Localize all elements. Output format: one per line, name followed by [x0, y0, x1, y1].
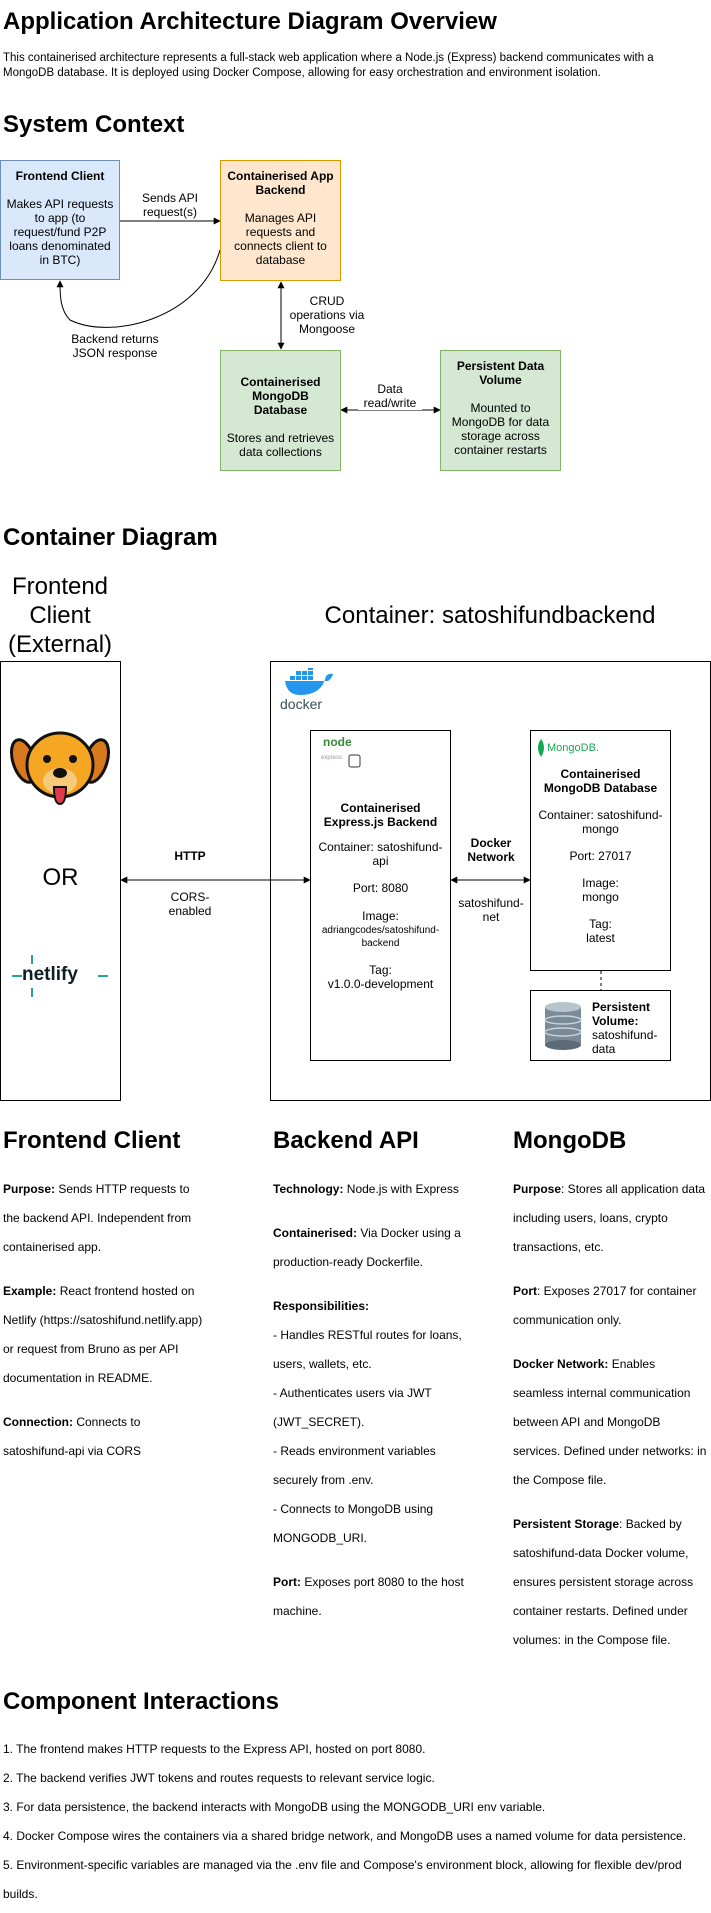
- docker-network-label: Docker Network: [467, 836, 515, 864]
- mongodb-port: Port: Exposes 27017 for container commun…: [513, 1284, 697, 1327]
- interaction-item: 1. The frontend makes HTTP requests to t…: [3, 1742, 426, 1756]
- mongodb-column-heading: MongoDB: [513, 1127, 627, 1154]
- system-context-heading: System Context: [3, 111, 185, 138]
- container-title: Container: satoshifundbackend: [324, 602, 656, 629]
- interactions-list: 1. The frontend makes HTTP requests to t…: [3, 1735, 703, 1909]
- express-title: Containerised Express.js Backend: [323, 801, 438, 829]
- mongodb-storage: Persistent Storage: Backed by satoshifun…: [513, 1517, 694, 1647]
- backend-responsibilities-label: Responsibilities:: [273, 1299, 370, 1313]
- netlify-icon: [12, 955, 108, 997]
- backend-column: Technology: Node.js with Express Contain…: [273, 1175, 473, 1641]
- express-logo: express: [321, 755, 343, 761]
- express-tag-label: Tag:: [369, 963, 392, 977]
- interaction-item: 2. The backend verifies JWT tokens and r…: [3, 1771, 435, 1785]
- node-logo: node: [323, 735, 352, 749]
- persistent-volume-box: Persistent Volume: satoshifund-data: [530, 990, 671, 1061]
- network-name-label: satoshifund-net: [458, 896, 524, 924]
- interaction-item: 3. For data persistence, the backend int…: [3, 1800, 546, 1814]
- sc-frontend-title: Frontend Client: [15, 169, 105, 183]
- mongo-image: mongo: [582, 890, 619, 904]
- cors-label: CORS-enabled: [168, 890, 212, 918]
- netlify-label: netlify: [22, 964, 78, 985]
- or-label: OR: [42, 864, 79, 891]
- backend-responsibility: - Handles RESTful routes for loans, user…: [273, 1328, 462, 1371]
- docker-icon: [285, 668, 333, 695]
- backend-port: Port: Exposes port 8080 to the host mach…: [273, 1575, 464, 1618]
- sc-frontend-box: Frontend Client Makes API requests to ap…: [0, 160, 120, 280]
- data-readwrite-label: Data read/write: [358, 382, 422, 410]
- sc-volume-title: Persistent Data Volume: [456, 359, 545, 387]
- backend-column-heading: Backend API: [273, 1127, 419, 1154]
- frontend-column: Purpose: Sends HTTP requests to the back…: [3, 1175, 203, 1481]
- mongodb-column: Purpose: Stores all application data inc…: [513, 1175, 709, 1670]
- intro-paragraph: This containerised architecture represen…: [3, 52, 654, 79]
- express-image: adriangcodes/satoshifund-backend: [321, 925, 440, 949]
- backend-responsibility: - Reads environment variables securely f…: [273, 1444, 436, 1487]
- sc-volume-body: Mounted to MongoDB for data storage acro…: [451, 401, 550, 457]
- express-backend-box: node express Containerised Express.js Ba…: [310, 730, 451, 1061]
- sc-mongo-body: Stores and retrieves data collections: [226, 431, 335, 459]
- sc-frontend-body: Makes API requests to app (to request/fu…: [6, 197, 114, 267]
- page-title: Application Architecture Diagram Overvie…: [3, 8, 497, 35]
- mongodb-purpose: Purpose: Stores all application data inc…: [513, 1182, 706, 1254]
- sc-backend-box: Containerised App Backend Manages API re…: [220, 160, 341, 281]
- external-frontend-title: Frontend Client (External): [7, 573, 113, 658]
- backend-containerised: Containerised: Via Docker using a produc…: [273, 1226, 461, 1269]
- sc-mongo-title: Containerised MongoDB Database: [240, 375, 321, 417]
- mongodb-leaf-icon: [538, 739, 544, 757]
- sc-backend-title: Containerised App Backend: [227, 169, 334, 197]
- mongo-port: Port: 27017: [569, 849, 632, 863]
- frontend-purpose: Purpose: Sends HTTP requests to the back…: [3, 1182, 192, 1254]
- interactions-heading: Component Interactions: [3, 1688, 280, 1715]
- backend-responsibility: - Connects to MongoDB using MONGODB_URI.: [273, 1502, 434, 1545]
- interaction-item: 4. Docker Compose wires the containers v…: [3, 1829, 687, 1843]
- dog-icon: [10, 731, 110, 806]
- sc-backend-body: Manages API requests and connects client…: [234, 211, 327, 267]
- returns-response-label: Backend returns JSON response: [71, 332, 159, 360]
- backend-responsibility: - Authenticates users via JWT (JWT_SECRE…: [273, 1386, 432, 1429]
- http-label: HTTP: [174, 849, 206, 863]
- frontend-example: Example: React frontend hosted on Netlif…: [3, 1284, 203, 1385]
- mongo-title: Containerised MongoDB Database: [543, 767, 658, 795]
- mongo-container-box: MongoDB. Containerised MongoDB Database …: [530, 730, 671, 971]
- crud-label: CRUD operations via Mongoose: [289, 294, 365, 336]
- express-port: Port: 8080: [352, 881, 409, 895]
- volume-name: satoshifund-data: [592, 1028, 658, 1056]
- docker-label: docker: [280, 696, 323, 712]
- interaction-item: 5. Environment-specific variables are ma…: [3, 1858, 682, 1901]
- mongodb-logo: MongoDB.: [547, 742, 599, 754]
- mongo-container: Container: satoshifund-mongo: [538, 808, 663, 836]
- express-image-label: Image:: [362, 909, 399, 923]
- node-icon: [348, 754, 361, 768]
- frontend-column-heading: Frontend Client: [3, 1127, 181, 1154]
- mongo-image-label: Image:: [582, 876, 619, 890]
- mongo-tag-label: Tag:: [589, 917, 612, 931]
- volume-title: Persistent Volume:: [592, 1000, 651, 1028]
- express-container: Container: satoshifund-api: [318, 840, 443, 868]
- express-tag: v1.0.0-development: [327, 977, 434, 991]
- sends-request-label: Sends API request(s): [141, 191, 199, 219]
- mongo-tag: latest: [586, 931, 615, 945]
- sc-volume-box: Persistent Data Volume Mounted to MongoD…: [440, 350, 561, 471]
- mongodb-network: Docker Network: Enables seamless interna…: [513, 1357, 707, 1487]
- container-diagram-heading: Container Diagram: [3, 524, 218, 551]
- frontend-connection: Connection: Connects to satoshifund-api …: [3, 1415, 142, 1458]
- database-volume-icon: [544, 1002, 582, 1050]
- sc-mongo-box: Containerised MongoDB Database Stores an…: [220, 350, 341, 471]
- backend-technology: Technology: Node.js with Express: [273, 1182, 459, 1196]
